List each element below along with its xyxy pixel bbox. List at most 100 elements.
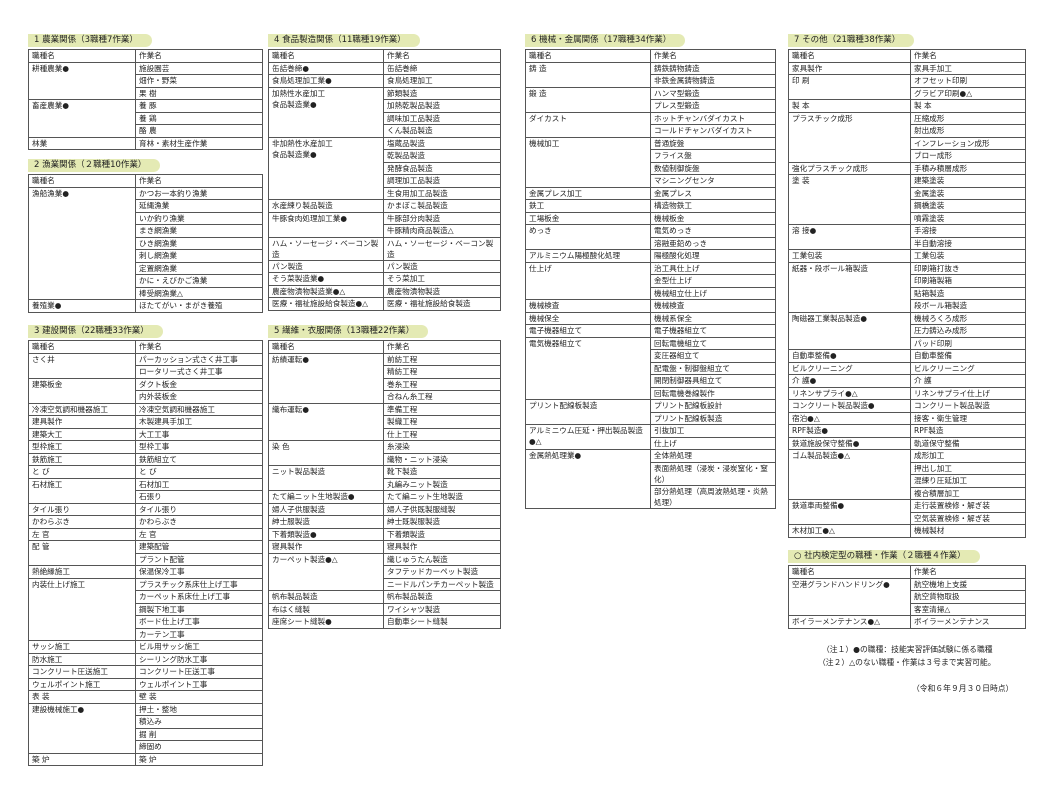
table-row: 機械検査機械検査 (525, 299, 776, 312)
table-header-row: 職種名作業名 (525, 49, 776, 63)
table-row: 乾製品製造 (269, 149, 501, 162)
table-row: 建築板金ダクト板金 (28, 377, 263, 403)
header-occupation: 職種名 (28, 174, 136, 188)
work-cell: ボード仕上げ工事 (135, 615, 263, 628)
occupation-cell: アルミニウム圧延・押出製品製造●△ (525, 424, 651, 450)
table-row: 仕上工程 (269, 427, 501, 441)
work-cell: 木製建具手加工 (135, 415, 263, 428)
table-row: 陶磁器工業製品製造●機械ろくろ成形 (788, 311, 1026, 350)
table-row: 配電盤・制御盤組立て (526, 361, 776, 375)
section-title: 5 繊維・衣服関係（13職種22作業） (268, 325, 429, 338)
work-cell: 引抜加工 (650, 424, 776, 437)
table-row: 金型仕上げ (526, 274, 776, 287)
table-row: 畑作・野菜 (29, 74, 263, 87)
table-row: 冷凍空気調和機器施工冷凍空気調和機器施工 (28, 402, 263, 416)
work-cell: くん製品製造 (383, 124, 501, 137)
work-cell: 棒受網漁業△ (135, 286, 263, 300)
occupation-cell: 紳士服製造 (268, 515, 384, 528)
work-cell: ニードルパンチカーペット製造 (383, 577, 501, 591)
work-cell: 表面熱処理（浸炭・浸炭窒化・窒化） (650, 461, 776, 485)
occupation-cell: 医療・福祉施設給食製造●△ (268, 297, 384, 310)
work-cell: 左 官 (135, 527, 263, 541)
table-row: 婦人子供服製造婦人子供既製服縫製 (268, 502, 501, 516)
table-row: まき網漁業 (29, 224, 263, 237)
work-cell: 牛豚部分肉製造 (383, 211, 501, 225)
work-cell: プリント配線板設計 (650, 399, 776, 412)
occupation-cell: 鉄道車両整備● (788, 499, 911, 525)
occupation-cell: 木材加工●△ (788, 524, 911, 537)
table-row: 変圧器組立て (526, 349, 776, 362)
work-cell: 型枠工事 (135, 440, 263, 453)
table-row: プラスチック成形圧縮成形 (788, 111, 1026, 162)
table-row: 段ボール箱製造 (789, 299, 1026, 312)
table-row: パッド印刷 (789, 336, 1026, 350)
table-row: 半自動溶接 (789, 236, 1026, 250)
work-cell: 配電盤・制御盤組立て (650, 361, 776, 375)
table-row: 鉄筋施工鉄筋組立て (28, 452, 263, 466)
work-cell: プラスチック系床仕上げ工事 (135, 577, 263, 591)
work-cell: 準備工程 (383, 402, 501, 416)
table-row: 金属プレス加工金属プレス (525, 186, 776, 200)
work-cell: カーテン工事 (135, 627, 263, 641)
table-row: たて編ニット生地製造●たて編ニット生地製造 (268, 490, 501, 503)
work-cell: 金属塗装 (910, 186, 1026, 200)
table-row: 機械加工普通旋盤 (525, 136, 776, 187)
table-row: 畜産農業●養 豚 (28, 99, 263, 137)
work-cell: 手積み積層成形 (910, 161, 1026, 175)
occupation-cell: 機械加工 (525, 136, 651, 187)
table-row: 印刷箱製箱 (789, 274, 1026, 287)
work-cell: 掘 削 (135, 727, 263, 741)
occupation-cell: 布はく縫製 (268, 602, 384, 616)
occupation-cell: RPF製造● (788, 424, 911, 437)
table-row: 定置網漁業 (29, 261, 263, 275)
work-cell: 糸浸染 (383, 440, 501, 453)
occupation-cell: 畜産農業● (28, 99, 136, 137)
work-cell: いか釣り漁業 (135, 211, 263, 225)
occupation-cell: 建築大工 (28, 427, 136, 441)
occupation-cell: 帆布製品製造 (268, 590, 384, 603)
table-row: ロータリー式さく井工事 (29, 365, 263, 378)
work-cell: 合ねん糸工程 (383, 390, 501, 403)
work-cell: 果 樹 (135, 86, 263, 100)
occupation-cell: 寝具製作 (268, 540, 384, 553)
table-row: 熱絶縁施工保温保冷工事 (28, 565, 263, 578)
work-cell: 工業包装 (910, 249, 1026, 262)
table-row: 養 鶏 (29, 111, 263, 125)
occupation-cell: 林業 (28, 136, 136, 150)
work-cell: と び (135, 465, 263, 478)
table-row: リネンサプライ●△リネンサプライ仕上げ (788, 386, 1026, 400)
occupation-cell: 下着類製造● (268, 527, 384, 541)
table-row: 積込み (29, 715, 263, 728)
section-food: 4 食品製造関係（11職種19作業）職種名作業名缶詰巻締●缶詰巻締食鳥処理加工業… (268, 27, 501, 311)
table-row: 織布運転●準備工程 (268, 402, 501, 441)
work-cell: 全体熱処理 (650, 449, 776, 462)
work-cell: 壁 装 (135, 690, 263, 703)
occupation-cell: 加熱性水産加工 食品製造業● (268, 86, 384, 137)
table-row: ニット製品製造靴下製造 (268, 465, 501, 491)
table-row: コールドチャンバダイカスト (526, 124, 776, 137)
occupation-cell: 陶磁器工業製品製造● (788, 311, 911, 350)
table-row: 機械組立仕上げ (526, 286, 776, 300)
section-title: 4 食品製造関係（11職種19作業） (268, 34, 420, 47)
work-cell: 下着類製造 (383, 527, 501, 541)
work-cell: パッド印刷 (910, 336, 1026, 350)
work-cell: 大工工事 (135, 427, 263, 441)
work-cell: 機械板金 (650, 211, 776, 225)
work-cell: 普通旋盤 (650, 136, 776, 150)
occupation-cell: プラスチック成形 (788, 111, 911, 162)
table-row: 工場板金機械板金 (525, 211, 776, 225)
table-row: 射出成形 (789, 124, 1026, 137)
table-row: 座席シート縫製●自動車シート縫製 (268, 615, 501, 628)
work-cell: 鋳鉄鋳物鋳造 (650, 61, 776, 75)
table-row: 丸編みニット製造 (269, 477, 501, 491)
occupation-cell: 介 護● (788, 374, 911, 387)
header-work: 作業名 (910, 565, 1026, 579)
work-cell: 治工具仕上げ (650, 261, 776, 275)
work-cell: 仕上工程 (383, 427, 501, 441)
occupation-cell: 製 本 (788, 99, 911, 112)
table-row: 鋼橋塗装 (789, 199, 1026, 212)
table-row: 耕種農業●施設園芸 (28, 61, 263, 100)
table-row: 寝具製作寝具製作 (268, 540, 501, 553)
table-row: 石張り (29, 490, 263, 503)
table-row: 紙器・段ボール箱製造印刷箱打抜き (788, 261, 1026, 312)
